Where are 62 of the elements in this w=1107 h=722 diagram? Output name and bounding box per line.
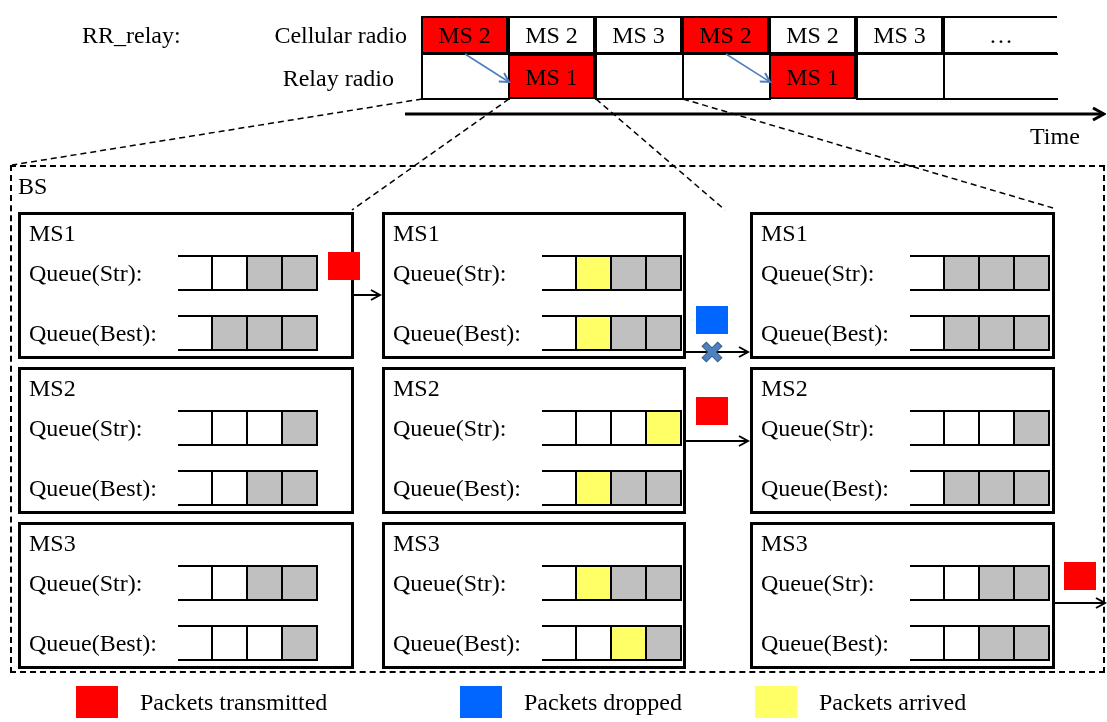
axis-label: Time [1030,122,1080,151]
station-box [382,522,686,669]
timeline-slot: MS 2 [682,16,769,54]
station-name: MS2 [29,374,76,402]
queue-label: Queue(Str): [761,259,875,287]
queue-label: Queue(Best): [29,629,157,657]
queue-label: Queue(Str): [29,414,143,442]
queue-label: Queue(Best): [29,319,157,347]
queue-label: Queue(Str): [761,414,875,442]
timeline-slot: MS 2 [508,16,595,54]
queue-label: Queue(Str): [393,259,507,287]
station-name: MS1 [29,219,76,247]
legend-label: Packets dropped [524,688,682,717]
station-box [382,367,686,514]
station-name: MS1 [761,219,808,247]
timeline-slot: MS 1 [508,54,595,99]
station-box [18,522,354,669]
queue-label: Queue(Str): [393,414,507,442]
station-name: MS3 [761,529,808,557]
arrow [351,289,381,301]
station-name: MS1 [393,219,440,247]
schedule-label: RR_relay: [82,21,181,50]
station-box [750,212,1055,359]
timeline-slot: MS 3 [856,16,943,54]
row-label: Cellular radio [274,21,407,50]
queue-label: Queue(Str): [29,259,143,287]
station-name: MS2 [761,374,808,402]
zoom-guide-line [351,98,510,211]
arrow [683,346,749,358]
legend-label: Packets arrived [819,688,967,717]
arrow [683,435,749,447]
legend-label: Packets transmitted [140,688,328,717]
timeline-slot: MS 3 [595,16,682,54]
station-name: MS3 [29,529,76,557]
queue-label: Queue(Str): [393,569,507,597]
arrow [1052,597,1106,609]
station-box [382,212,686,359]
queue-label: Queue(Best): [393,319,521,347]
arrow [725,53,771,83]
queue-label: Queue(Best): [761,474,889,502]
queue-label: Queue(Str): [29,569,143,597]
station-box [18,367,354,514]
queue-label: Queue(Str): [761,569,875,597]
region-label: BS [18,173,48,199]
queue-label: Queue(Best): [761,319,889,347]
station-box [18,212,354,359]
queue-label: Queue(Best): [393,629,521,657]
queue-label: Queue(Best): [393,474,521,502]
station-name: MS3 [393,529,440,557]
station-box [750,367,1055,514]
region-box [10,165,1105,673]
timeline-slot: … [943,16,1057,54]
station-name: MS2 [393,374,440,402]
zoom-guide-line [595,98,726,211]
timeline-slot: MS 2 [769,16,856,54]
row-label: Relay radio [282,64,394,93]
station-box [750,522,1055,669]
queue-label: Queue(Best): [29,474,157,502]
timeline-slot: MS 1 [769,54,856,99]
queue-label: Queue(Best): [761,629,889,657]
arrow [464,53,510,83]
timeline-slot: MS 2 [421,16,508,54]
